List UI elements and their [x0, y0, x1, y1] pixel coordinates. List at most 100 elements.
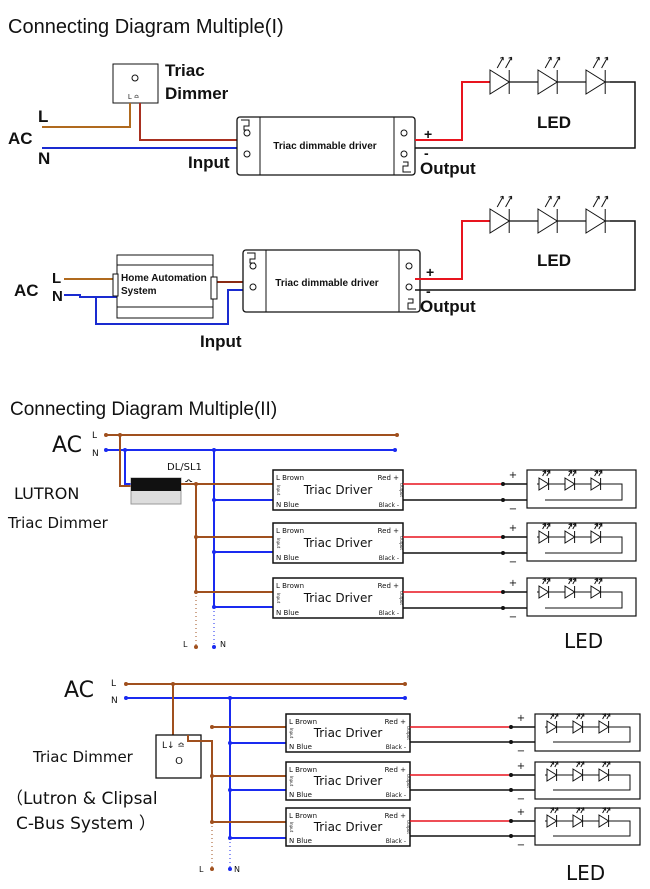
arrow-head — [580, 807, 585, 811]
label: Triac Driver — [313, 726, 383, 740]
junction-dot — [210, 820, 214, 824]
arrow-head — [548, 195, 552, 200]
triac-driver-box — [285, 807, 411, 847]
label: L Brown — [289, 812, 317, 820]
arrow-head — [606, 807, 611, 811]
light-arrow-icon — [496, 195, 504, 208]
junction-dot — [509, 740, 513, 744]
junction-dot — [509, 725, 513, 729]
systems-label-2: C-Bus System ） — [16, 814, 156, 834]
led-label: LED — [566, 861, 605, 885]
led-diode-icon — [564, 477, 576, 491]
label: Black - — [379, 610, 399, 617]
led-module-box — [526, 577, 637, 617]
led-module-line — [545, 726, 631, 743]
arrow-head — [606, 713, 611, 717]
plus-label: + — [426, 264, 434, 280]
triac-dimmable-driver — [242, 249, 421, 313]
diagram-c: AC L N LUTRON Triac Dimmer DL/SL1 L N LE… — [7, 431, 637, 653]
arrow-head — [596, 195, 600, 200]
light-arrow-icon — [505, 195, 513, 208]
triac-driver-box — [285, 761, 411, 801]
bottom-n-label: N — [234, 865, 240, 874]
positive-red-wire — [415, 81, 490, 141]
label: Red + — [378, 527, 400, 535]
led-module-line — [537, 483, 623, 501]
dimmer-label-2: Dimmer — [165, 84, 229, 103]
arrow-head — [606, 761, 611, 765]
systems-label-1: （Lutron & Clipsal — [6, 789, 158, 809]
n-label: N — [52, 288, 63, 305]
arrow-head — [568, 523, 573, 527]
label: Output — [399, 483, 404, 497]
screw-terminal-icon — [405, 283, 413, 291]
label: L Brown — [289, 766, 317, 774]
driver-label: Triac dimmable driver — [273, 141, 376, 152]
light-arrow-icon — [505, 56, 513, 69]
dimmer-knob-icon — [131, 74, 139, 82]
arrow-head — [508, 56, 513, 61]
junction-dot — [194, 535, 198, 539]
label: − — [517, 794, 525, 805]
junction-dot — [228, 696, 232, 700]
label: Output — [399, 591, 404, 605]
diagram-a: L ≏ Triac Dimmer L AC N Triac dimmable d… — [8, 56, 636, 178]
dimmer-live-in — [119, 435, 133, 487]
label: + — [517, 761, 525, 772]
arrow-head — [554, 807, 559, 811]
light-arrow-icon — [553, 195, 561, 208]
junction-dot — [194, 482, 198, 486]
triac-dimmable-driver — [236, 116, 416, 176]
junction-dot — [171, 682, 175, 686]
junction-dot — [501, 482, 505, 486]
junction-dot — [194, 645, 198, 649]
led-diode-icon — [489, 208, 511, 234]
mount-tab — [402, 161, 411, 173]
junction-dot — [123, 448, 127, 452]
l-label: L — [111, 679, 116, 689]
automation-label-1: Home Automation — [121, 273, 207, 284]
led-label: LED — [537, 251, 571, 270]
arrow-head — [546, 578, 551, 582]
led-module-box — [534, 807, 641, 846]
arrow-head — [542, 470, 547, 474]
triac-driver-box — [285, 713, 411, 753]
label: Input — [289, 776, 294, 787]
led-diode-icon — [572, 768, 584, 782]
arrow-head — [554, 761, 559, 765]
driver-body — [236, 116, 416, 176]
led-module-line — [537, 536, 623, 554]
led-diode-icon — [546, 720, 558, 734]
light-arrow-icon — [544, 195, 552, 208]
label: N Blue — [289, 791, 312, 799]
label: N Blue — [289, 743, 312, 751]
label: L Brown — [276, 582, 304, 590]
junction-dot — [210, 725, 214, 729]
led-diode-icon — [590, 530, 602, 544]
l-label: L — [52, 270, 61, 287]
label: Black - — [386, 744, 406, 751]
junction-dot — [403, 682, 407, 686]
label: Triac Driver — [313, 774, 383, 788]
led-diode-icon — [590, 585, 602, 599]
brand-label: LUTRON — [14, 484, 79, 503]
section1-title: Connecting Diagram Multiple(I) — [8, 16, 284, 38]
arrow-head — [548, 56, 552, 61]
led-module-box — [534, 761, 641, 800]
label: Output — [406, 774, 411, 788]
arrow-head — [550, 713, 555, 717]
negative-black-wire — [415, 81, 636, 149]
n-label: N — [92, 449, 99, 459]
led-string — [415, 56, 636, 149]
led-diode-icon — [546, 768, 558, 782]
junction-dot — [395, 433, 399, 437]
plus-label: + — [424, 126, 432, 142]
arrow-head — [572, 470, 577, 474]
arrow-head — [556, 195, 561, 200]
led-label: LED — [537, 113, 571, 132]
output-label: Output — [420, 159, 476, 178]
junction-dot — [501, 551, 505, 555]
triac-driver-box — [272, 522, 404, 564]
bottom-l-label: L — [183, 640, 188, 649]
junction-dot — [228, 867, 232, 871]
